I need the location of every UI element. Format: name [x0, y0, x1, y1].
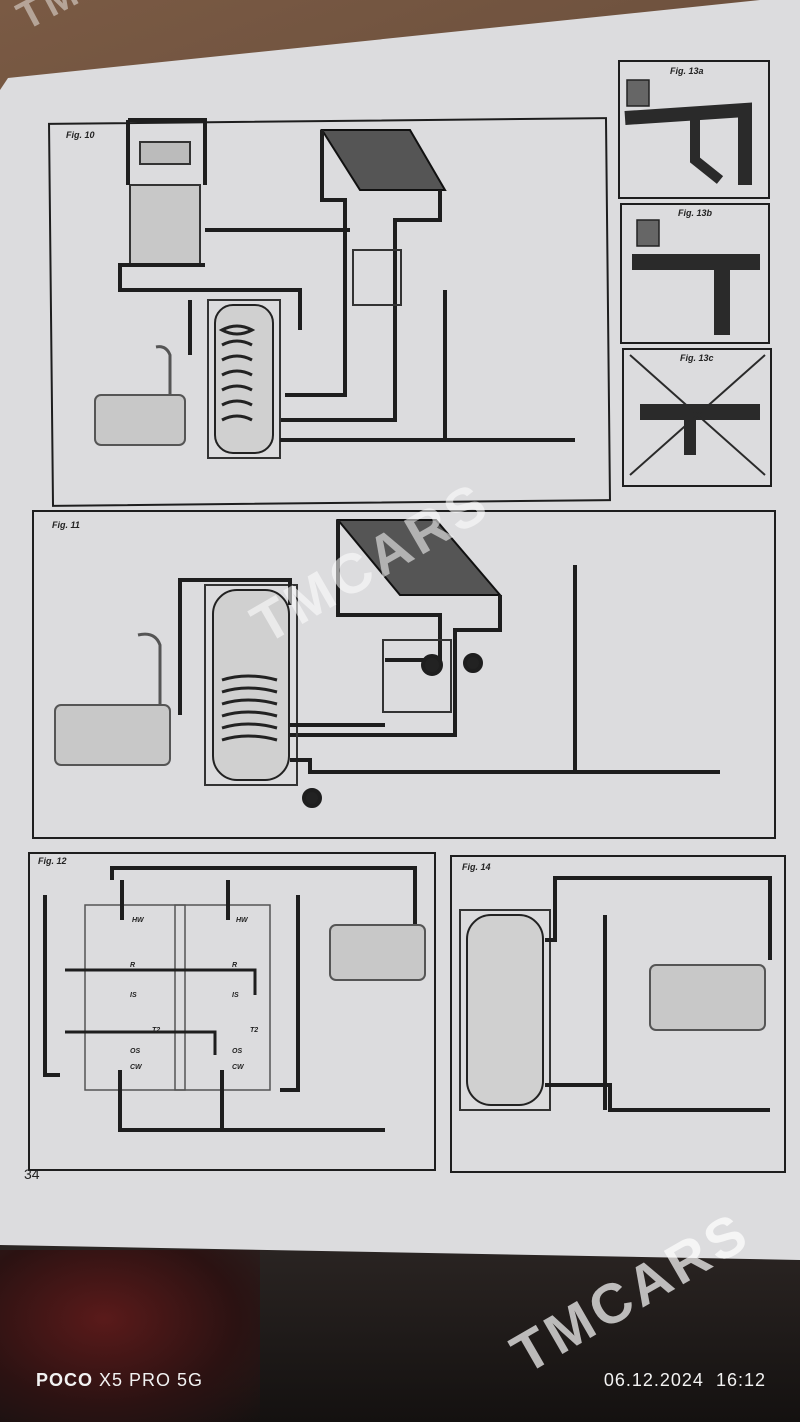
capture-time: 16:12	[715, 1370, 766, 1390]
tank-enclosure-fig10	[207, 299, 281, 459]
fig13b-label: Fig. 13b	[678, 208, 713, 218]
bathtub-fig14	[649, 964, 766, 1031]
fig12-port-label: T2	[250, 1027, 259, 1034]
page-drawing	[0, 0, 800, 1260]
fig12-port-label: OS	[130, 1048, 141, 1055]
fig12-port-label: R	[130, 962, 136, 969]
tank-fig14	[466, 914, 544, 1106]
fig11-label: Fig. 11	[52, 520, 80, 530]
fig13b-panel	[620, 203, 770, 344]
page-number: 34	[24, 1166, 40, 1182]
expansion-vessel-fig11	[302, 788, 322, 808]
fig10-diagram	[94, 118, 575, 459]
bathtub-fig10	[94, 394, 186, 446]
pump-station-fig11	[382, 639, 452, 713]
camera-model: POCO X5 PRO 5G	[36, 1370, 203, 1391]
bathtub-fig11	[54, 704, 171, 766]
fig13c-panel	[622, 348, 772, 487]
fig12-port-label: HW	[132, 917, 144, 924]
fig14-label: Fig. 14	[462, 862, 491, 872]
fig10-panel	[48, 117, 611, 507]
tank-enclosure-fig11	[204, 584, 298, 786]
fig10-label: Fig. 10	[66, 130, 95, 140]
fig12-port-label: IS	[232, 992, 239, 999]
fig12-label: Fig. 12	[38, 856, 67, 866]
camera-brand: POCO	[36, 1370, 94, 1390]
red-object	[0, 1250, 260, 1422]
pump-station	[352, 249, 402, 306]
fig12-panel	[28, 852, 436, 1171]
fig13a-label: Fig. 13a	[670, 66, 704, 76]
paper-sheet	[0, 0, 800, 1260]
manual-page: Fig. 10 Fig. 11 Fig. 12 Fig. 13a Fig. 13…	[0, 0, 800, 1260]
fig12-port-label: CW	[130, 1064, 142, 1071]
boiler-unit	[139, 141, 191, 165]
solar-collector-fig10	[320, 129, 447, 191]
fig11-panel	[32, 510, 776, 839]
expansion-vessel-fig11-solar	[463, 653, 483, 673]
fig12-port-label: T2	[152, 1027, 161, 1034]
capture-date: 06.12.2024	[603, 1370, 704, 1390]
fig13a-panel	[618, 60, 770, 199]
fig12-port-label: HW	[236, 917, 248, 924]
fig12-port-label: CW	[232, 1064, 244, 1071]
bathtub-fig12	[329, 924, 426, 981]
fig11-diagram	[54, 519, 720, 808]
fig12-diagram	[43, 866, 426, 1132]
camera-model-name: X5 PRO 5G	[93, 1370, 204, 1390]
radiator	[129, 184, 201, 266]
tank-fig11	[212, 589, 290, 781]
fig13c-label: Fig. 13c	[680, 353, 714, 363]
camera-timestamp: 06.12.2024 16:12	[604, 1370, 766, 1391]
fig13-diagram	[624, 79, 766, 476]
pump-fig11	[421, 654, 443, 676]
fig12-port-label: OS	[232, 1048, 243, 1055]
fig14-diagram	[459, 876, 772, 1112]
tank-enclosure-fig14	[459, 909, 551, 1111]
fig14-panel	[450, 855, 786, 1173]
fig12-port-label: R	[232, 962, 238, 969]
tank-fig12-left	[84, 904, 186, 1091]
fig12-port-label: IS	[130, 992, 137, 999]
